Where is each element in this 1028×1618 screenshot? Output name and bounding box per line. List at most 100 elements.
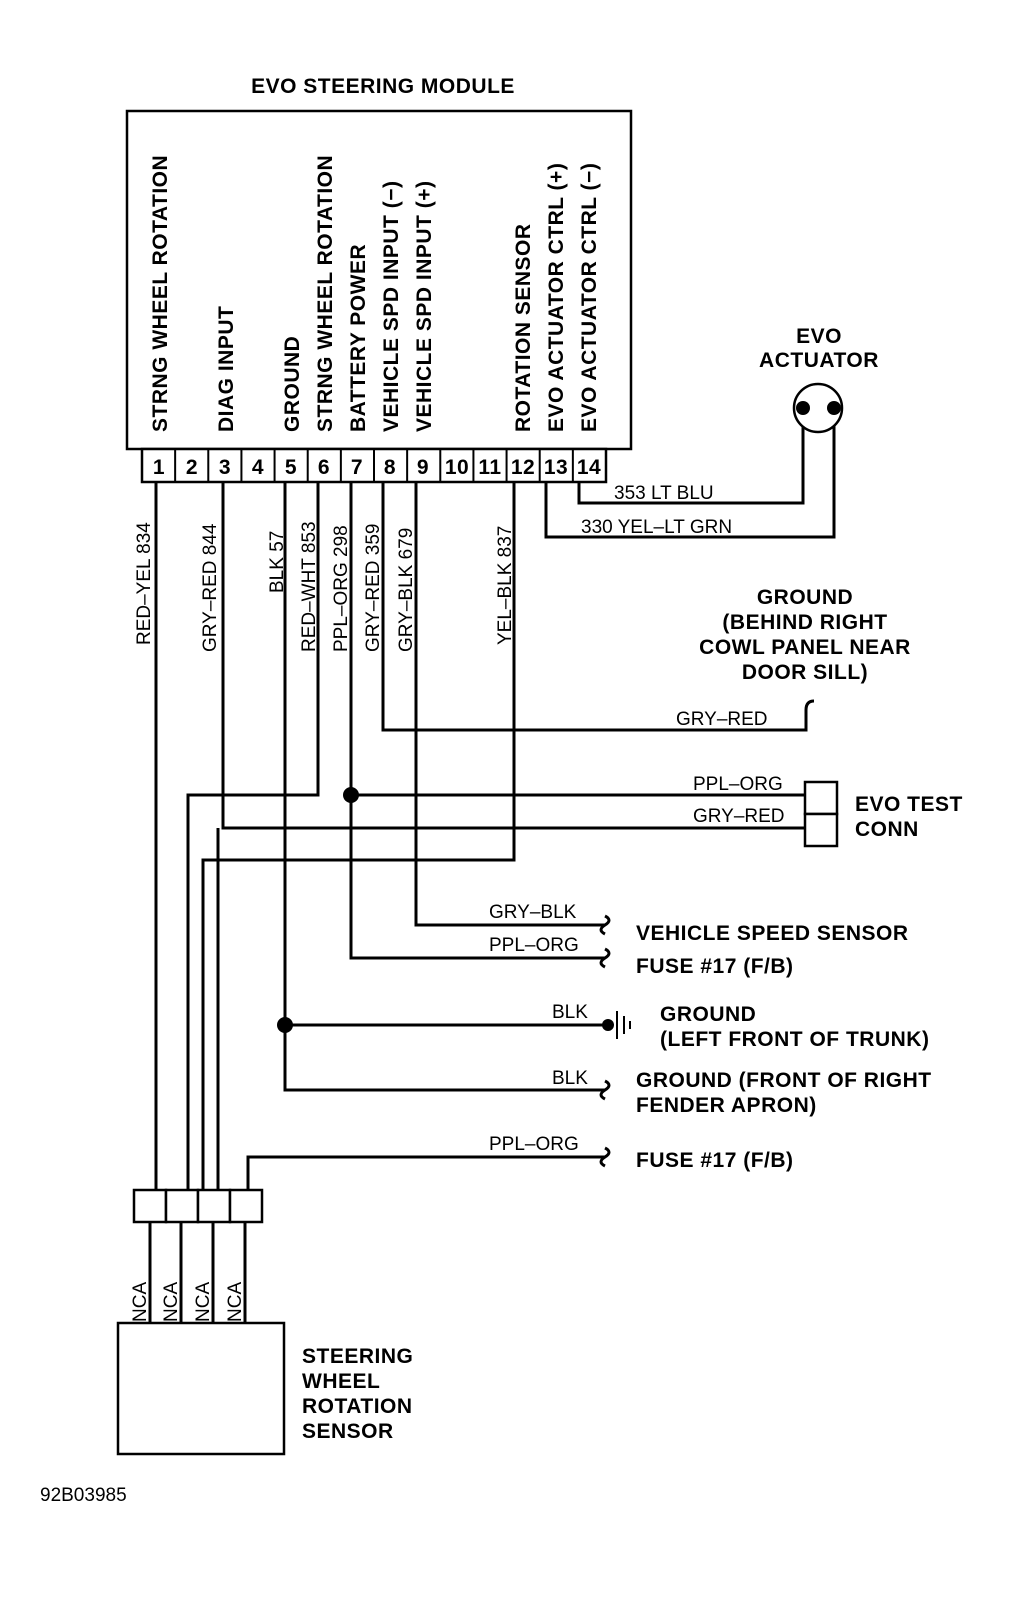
splice-dot [343, 787, 359, 803]
dest-label-ground-trunk-2: (LEFT FRONT OF TRUNK) [660, 1028, 929, 1051]
sensor-line-2: WHEEL [302, 1370, 380, 1393]
dest-wire: PPL–ORG [489, 935, 579, 956]
nca-label: NCA [193, 1282, 214, 1322]
pin-label-6: STRNG WHEEL ROTATION [314, 155, 337, 432]
wire-gry-blk-679 [414, 483, 605, 927]
pin-strip: 1 2 3 4 5 6 7 8 9 10 11 12 13 14 [140, 447, 608, 484]
ground-terminal-hook [804, 699, 815, 711]
nca-label: NCA [130, 1282, 151, 1322]
test-conn-line-1: EVO TEST [855, 793, 963, 816]
ground-eyelet [602, 1019, 614, 1031]
wire-yel-blk-837 [201, 483, 516, 1190]
figure-id: 92B03985 [40, 1485, 127, 1506]
sensor-line-1: STEERING [302, 1345, 413, 1368]
wire-red-wht-853 [186, 483, 320, 1190]
wire-330-yel-lt-grn [544, 410, 836, 539]
wire-gry-red-844 [221, 483, 805, 830]
evo-actuator: EVO ACTUATOR [759, 325, 879, 434]
pin-number: 2 [186, 456, 198, 479]
pin-number: 12 [511, 456, 535, 479]
dest-wire: GRY–BLK [489, 902, 577, 923]
test-conn-wire-1: PPL–ORG [693, 774, 783, 795]
wire-ppl-org-fuse [246, 1155, 605, 1190]
pin-number: 9 [417, 456, 429, 479]
dest-label-vss: VEHICLE SPEED SENSOR [636, 922, 909, 945]
dest-wire: BLK [552, 1002, 588, 1023]
sensor-line-3: ROTATION [302, 1395, 413, 1418]
circuit-label: RED–YEL 834 [134, 522, 155, 645]
pin-label-1: STRNG WHEEL ROTATION [149, 155, 172, 432]
actuator-wire-1: 353 LT BLU [614, 483, 714, 504]
pin-number: 1 [153, 456, 165, 479]
ground-cowl-line-1: GROUND [757, 586, 853, 609]
ground-cowl-line-2: (BEHIND RIGHT [722, 611, 887, 634]
pin-label-3: DIAG INPUT [215, 306, 238, 432]
test-conn-cavity [803, 780, 839, 816]
wave-terminal [599, 1079, 611, 1101]
wave-terminal [599, 947, 611, 969]
pin-function-labels: STRNG WHEEL ROTATION DIAG INPUT GROUND S… [149, 155, 601, 432]
ground-symbol [616, 1011, 631, 1039]
circuit-label: GRY–RED 359 [363, 524, 384, 653]
dest-label-ground-trunk: GROUND [660, 1003, 756, 1026]
pin-label-5: GROUND [281, 336, 304, 432]
wire-gry-red-359 [381, 483, 808, 732]
pin-number: 8 [384, 456, 396, 479]
sensor-conn-cavity [228, 1188, 264, 1224]
pin-number: 7 [351, 456, 363, 479]
dest-label-fuse: FUSE #17 (F/B) [636, 955, 794, 978]
pin-number: 14 [577, 456, 601, 479]
actuator-label-1: EVO [796, 325, 842, 348]
circuit-label: PPL–ORG 298 [331, 525, 352, 652]
dest-label-ground-fender-2: FENDER APRON) [636, 1094, 817, 1117]
wire-nca [148, 1222, 247, 1323]
wires [148, 410, 836, 1323]
nca-labels: NCA NCA NCA NCA [130, 1282, 246, 1322]
ground-cowl-line-3: COWL PANEL NEAR [699, 636, 911, 659]
wire-353-lt-blu [577, 410, 805, 505]
pin-label-7: BATTERY POWER [347, 244, 370, 432]
nca-label: NCA [161, 1282, 182, 1322]
wave-terminal [599, 914, 611, 936]
pin-label-14: EVO ACTUATOR CTRL (−) [578, 163, 601, 432]
actuator-label-2: ACTUATOR [759, 349, 879, 372]
module-title: EVO STEERING MODULE [251, 75, 515, 98]
sensor-line-4: SENSOR [302, 1420, 394, 1443]
splice-dot [277, 1017, 293, 1033]
actuator-terminal [827, 401, 841, 415]
pin-number: 6 [318, 456, 330, 479]
dest-label-fuse-2: FUSE #17 (F/B) [636, 1149, 794, 1172]
circuit-label: GRY–BLK 679 [396, 528, 417, 652]
test-conn-wire-2: GRY–RED [693, 806, 785, 827]
sensor-label: STEERING WHEEL ROTATION SENSOR [302, 1345, 413, 1443]
wave-terminal [599, 1146, 611, 1168]
test-conn-line-2: CONN [855, 818, 919, 841]
ground-cowl-line-4: DOOR SILL) [742, 661, 868, 684]
sensor-conn-cavity [132, 1188, 168, 1224]
dest-label-ground-fender: GROUND (FRONT OF RIGHT [636, 1069, 932, 1092]
pin-label-13: EVO ACTUATOR CTRL (+) [545, 163, 568, 432]
pin-label-9: VEHICLE SPD INPUT (+) [413, 181, 436, 432]
actuator-terminal [796, 401, 810, 415]
sensor-conn-cavity [196, 1188, 232, 1224]
pin-label-8: VEHICLE SPD INPUT (−) [380, 181, 403, 432]
actuator-wire-2: 330 YEL–LT GRN [581, 517, 732, 538]
wire-ppl-org-298 [349, 483, 605, 960]
pin-number: 13 [544, 456, 568, 479]
dest-wire: BLK [552, 1068, 588, 1089]
pin-number: 4 [252, 456, 264, 479]
pin-number: 3 [219, 456, 231, 479]
pin-number: 5 [285, 456, 297, 479]
circuit-label: BLK 57 [267, 531, 288, 593]
circuit-labels: RED–YEL 834 GRY–RED 844 BLK 57 RED–WHT 8… [134, 521, 516, 652]
module-box [125, 109, 633, 451]
sensor-conn-cavity [164, 1188, 200, 1224]
ground-cowl-wire: GRY–RED [676, 709, 768, 730]
nca-label: NCA [225, 1282, 246, 1322]
test-conn-cavity [803, 812, 839, 848]
ground-cowl: GROUND (BEHIND RIGHT COWL PANEL NEAR DOO… [699, 586, 911, 711]
pin-number: 10 [445, 456, 469, 479]
terminations [599, 914, 631, 1168]
actuator-circle [792, 382, 844, 434]
